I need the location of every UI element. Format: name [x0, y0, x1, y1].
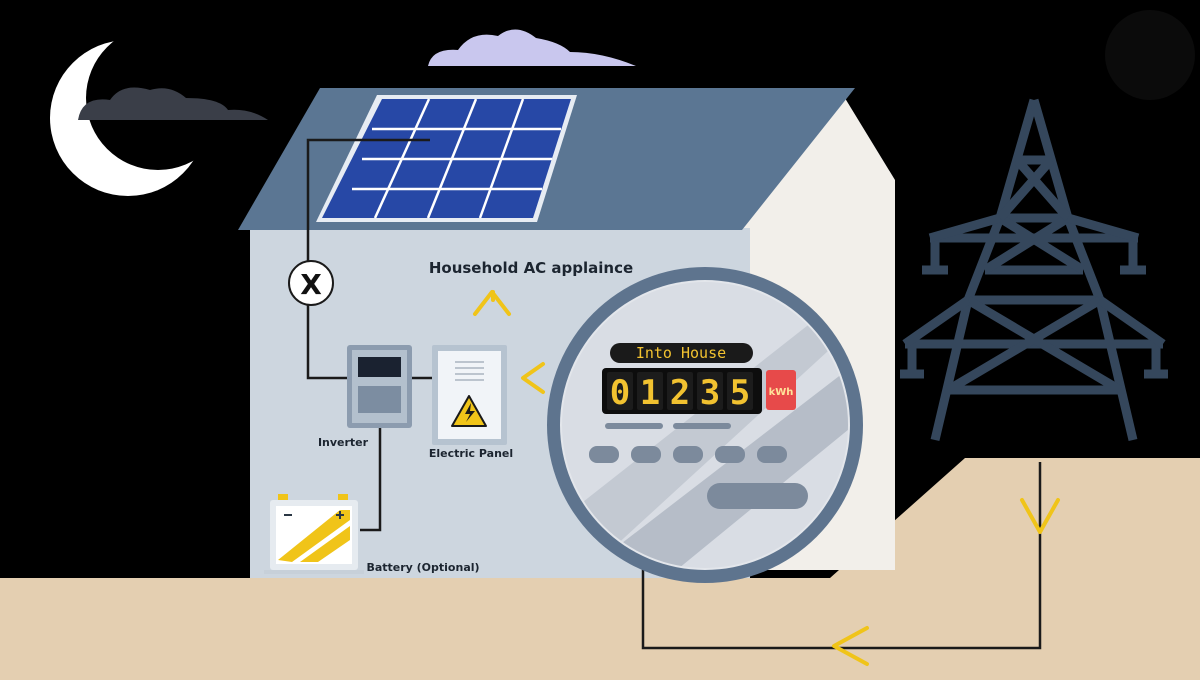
electric-panel-icon — [432, 345, 507, 445]
battery-label: Battery (Optional) — [366, 561, 479, 574]
transmission-tower-icon — [900, 98, 1168, 442]
warning-bolt-icon — [451, 395, 487, 427]
electric-panel-label: Electric Panel — [429, 447, 513, 460]
meter-digit-cell — [607, 372, 633, 410]
flow-arrow-icon — [832, 626, 869, 666]
meter-title: Into House — [636, 344, 726, 362]
inverter-icon — [347, 345, 412, 428]
cloud-icon — [428, 29, 636, 66]
meter-digit: 3 — [700, 373, 720, 413]
meter-unit: kWh — [769, 387, 794, 398]
meter-digit-cell — [727, 372, 753, 410]
meter-digit-cell — [637, 372, 663, 410]
disconnect-label: X — [300, 268, 322, 301]
flow-arrow-icon — [521, 362, 545, 394]
meter-digit-cell — [667, 372, 693, 410]
ground — [0, 458, 1200, 680]
meter-digit-cell — [697, 372, 723, 410]
background-shape — [1105, 10, 1195, 100]
meter-digit: 0 — [610, 373, 630, 413]
flow-arrow-icon — [1020, 498, 1060, 534]
inverter-label: Inverter — [318, 436, 369, 449]
meter-digit: 2 — [670, 373, 690, 413]
meter-digit: 1 — [640, 373, 660, 413]
cloud-icon — [78, 87, 268, 120]
solar-panel-icon — [316, 95, 577, 222]
battery-icon — [264, 494, 364, 574]
household-appliances-label: Household AC applaince — [429, 259, 633, 277]
meter-digit: 5 — [730, 373, 750, 413]
disconnect-switch-icon: X — [288, 260, 334, 306]
electric-meter-icon — [547, 267, 863, 583]
